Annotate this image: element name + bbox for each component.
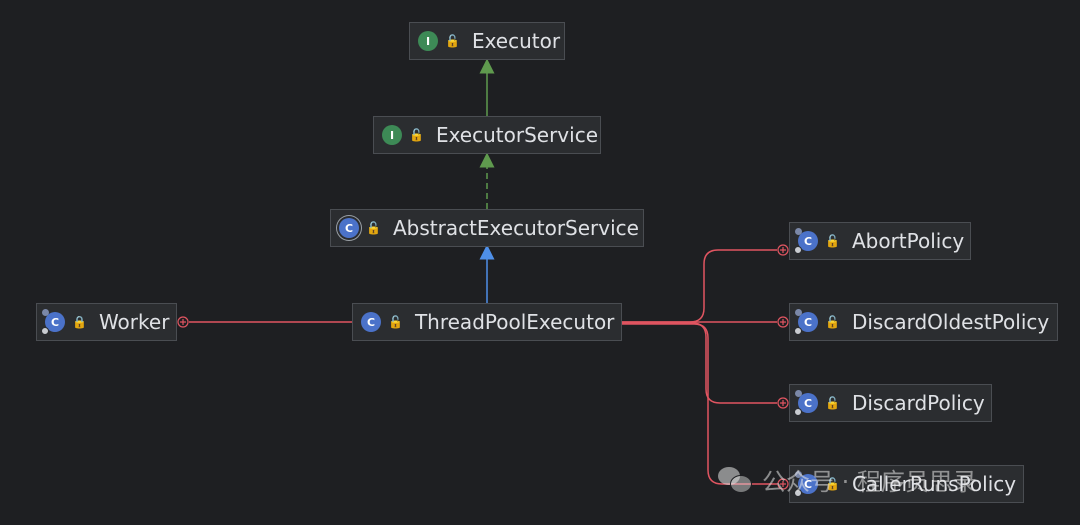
node-label-thread-pool-executor: ThreadPoolExecutor: [414, 310, 615, 334]
public-lock-icon: 🔓: [825, 396, 840, 410]
inner-class-icon: C: [41, 309, 65, 335]
public-lock-icon: 🔓: [388, 315, 403, 329]
node-abstract-executor-service[interactable]: C 🔓 AbstractExecutorService: [330, 209, 644, 247]
public-lock-icon: 🔓: [825, 315, 840, 329]
node-label-discard-policy: DiscardPolicy: [851, 391, 985, 415]
inner-marker-worker: [177, 316, 189, 328]
inner-class-icon: C: [794, 228, 818, 254]
interface-icon: I: [418, 31, 438, 51]
inner-class-icon: C: [794, 390, 818, 416]
inner-marker-caller-runs-policy: [777, 478, 789, 490]
class-icon: C: [361, 312, 381, 332]
inner-marker-discard-policy: [777, 397, 789, 409]
public-lock-icon: 🔓: [366, 221, 381, 235]
inner-marker-abort-policy: [777, 244, 789, 256]
node-executor-service[interactable]: I 🔓 ExecutorService: [373, 116, 601, 154]
node-label-abort-policy: AbortPolicy: [851, 229, 965, 253]
inner-class-icon: C: [794, 471, 818, 497]
node-worker[interactable]: C 🔒 Worker: [36, 303, 177, 341]
node-label-executor: Executor: [471, 29, 561, 53]
wechat-icon: [718, 465, 752, 495]
public-lock-icon: 🔓: [445, 34, 460, 48]
node-label-discard-oldest-policy: DiscardOldestPolicy: [851, 310, 1050, 334]
inner-marker-discard-oldest-policy: [777, 316, 789, 328]
node-executor[interactable]: I 🔓 Executor: [409, 22, 565, 60]
inner-class-icon: C: [794, 309, 818, 335]
node-discard-policy[interactable]: C 🔓 DiscardPolicy: [789, 384, 992, 422]
interface-icon: I: [382, 125, 402, 145]
public-lock-icon: 🔓: [825, 234, 840, 248]
node-caller-runs-policy[interactable]: C 🔓 CallerRunsPolicy: [789, 465, 1024, 503]
public-lock-icon: 🔓: [825, 477, 840, 491]
edge-abort-policy-inner: [622, 249, 777, 323]
node-label-caller-runs-policy: CallerRunsPolicy: [851, 472, 1017, 496]
node-thread-pool-executor[interactable]: C 🔓 ThreadPoolExecutor: [352, 303, 622, 341]
node-label-abstract-executor-service: AbstractExecutorService: [392, 216, 639, 240]
node-label-worker: Worker: [98, 310, 170, 334]
node-abort-policy[interactable]: C 🔓 AbortPolicy: [789, 222, 971, 260]
node-discard-oldest-policy[interactable]: C 🔓 DiscardOldestPolicy: [789, 303, 1058, 341]
watermark: 公众号 · 程序员思录: [718, 462, 977, 497]
public-lock-icon: 🔓: [409, 128, 424, 142]
private-lock-icon: 🔒: [72, 315, 87, 329]
edge-caller-runs-policy-inner: [622, 323, 777, 485]
edge-discard-policy-inner: [622, 322, 777, 404]
abstract-class-icon: C: [339, 218, 359, 238]
node-label-executor-service: ExecutorService: [435, 123, 599, 147]
watermark-text: 公众号 · 程序员思录: [762, 468, 977, 496]
